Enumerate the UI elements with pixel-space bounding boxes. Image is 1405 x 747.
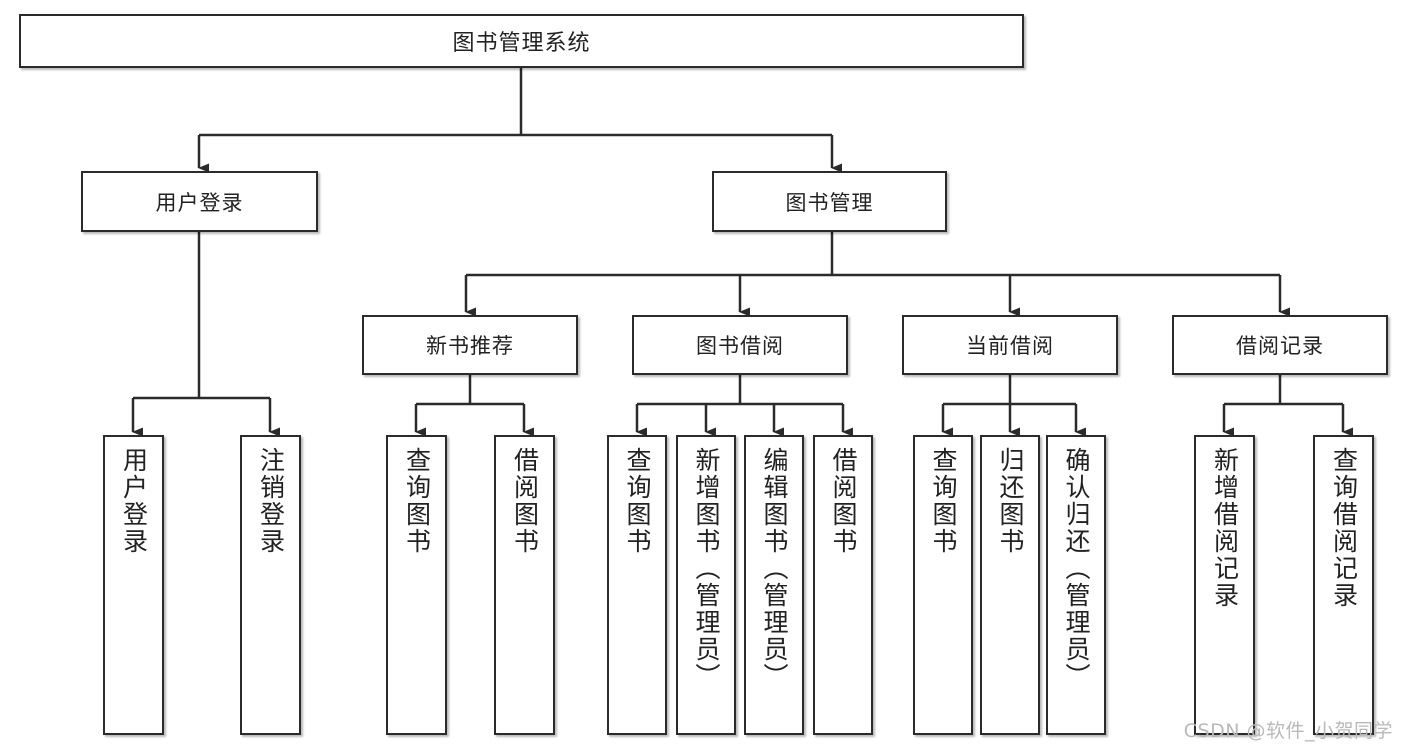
node-leaf-return-book[interactable]: 归还图书 (980, 435, 1040, 735)
leaf-label: 查询图书 (623, 447, 652, 555)
leaf-label: 查询图书 (929, 447, 958, 555)
leaf-label: 借阅图书 (829, 447, 858, 555)
node-leaf-edit-book[interactable]: 编辑图书（管理员） (744, 435, 804, 735)
node-leaf-add-book[interactable]: 新增图书（管理员） (676, 435, 736, 735)
leaf-label: 归还图书 (996, 447, 1025, 555)
node-user-login-label: 用户登录 (155, 190, 244, 215)
leaf-label: 编辑图书（管理员） (760, 447, 789, 690)
leaf-label: 确认归还（管理员） (1062, 447, 1091, 690)
node-root[interactable]: 图书管理系统 (19, 14, 1024, 68)
node-current-borrow[interactable]: 当前借阅 (902, 315, 1118, 375)
leaf-label: 新增借阅记录 (1210, 447, 1240, 609)
node-leaf-query-book-1[interactable]: 查询图书 (386, 435, 447, 735)
leaf-label: 查询借阅记录 (1329, 447, 1359, 609)
leaf-label: 新增图书（管理员） (692, 447, 721, 690)
node-leaf-query-book-3[interactable]: 查询图书 (913, 435, 973, 735)
node-leaf-user-login[interactable]: 用户登录 (103, 435, 164, 735)
node-borrow-record-label: 借阅记录 (1236, 334, 1324, 358)
node-leaf-borrow-book-2[interactable]: 借阅图书 (813, 435, 873, 735)
node-user-login[interactable]: 用户登录 (81, 171, 318, 232)
node-book-manage-label: 图书管理 (785, 190, 874, 215)
node-borrow-record[interactable]: 借阅记录 (1172, 315, 1388, 375)
node-root-label: 图书管理系统 (452, 31, 591, 56)
leaf-label: 用户登录 (119, 447, 149, 555)
node-leaf-borrow-book-1[interactable]: 借阅图书 (494, 435, 555, 735)
node-leaf-query-book-2[interactable]: 查询图书 (607, 435, 667, 735)
watermark: CSDN @软件_小贺同学 (1183, 720, 1393, 742)
node-leaf-add-record[interactable]: 新增借阅记录 (1194, 435, 1255, 735)
node-leaf-query-record[interactable]: 查询借阅记录 (1313, 435, 1374, 735)
node-book-borrow[interactable]: 图书借阅 (632, 315, 848, 375)
node-new-book-rec[interactable]: 新书推荐 (362, 315, 578, 375)
node-leaf-confirm-return[interactable]: 确认归还（管理员） (1046, 435, 1106, 735)
node-book-manage[interactable]: 图书管理 (712, 171, 947, 232)
leaf-label: 查询图书 (402, 447, 432, 555)
leaf-label: 借阅图书 (510, 447, 540, 555)
node-current-borrow-label: 当前借阅 (966, 334, 1054, 358)
node-new-book-rec-label: 新书推荐 (426, 334, 514, 358)
node-leaf-logout[interactable]: 注销登录 (240, 435, 301, 735)
leaf-label: 注销登录 (256, 447, 286, 555)
node-book-borrow-label: 图书借阅 (696, 334, 784, 358)
